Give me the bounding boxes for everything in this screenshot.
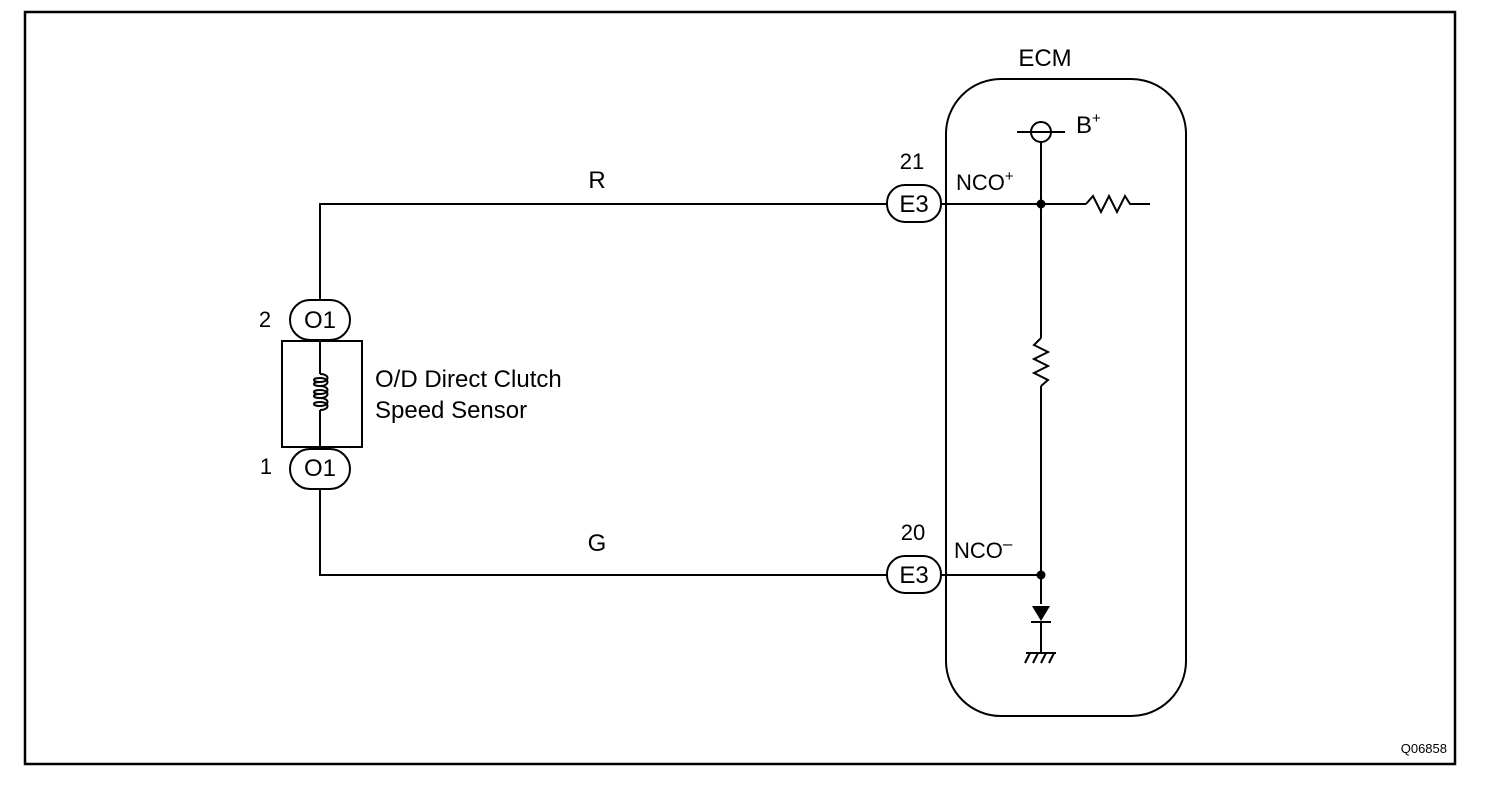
diode-icon (1031, 606, 1051, 652)
signal-label-nco-minus: NCO– (954, 534, 1013, 563)
wire-r (319, 203, 887, 300)
connector-o1-bottom (289, 448, 351, 490)
pin-21-label: 21 (900, 149, 924, 174)
coil-icon (313, 373, 329, 411)
connector-o1-top-label: O1 (304, 307, 336, 334)
figure-id: Q06858 (1401, 741, 1447, 756)
pullup-resistor-icon (1085, 193, 1150, 215)
sensor-name-line1: O/D Direct Clutch (375, 366, 562, 393)
signal-label-nco-plus: NCO+ (956, 168, 1014, 195)
wire-g (319, 490, 887, 576)
wire-color-g: G (588, 530, 607, 557)
pin-1-label: 1 (260, 454, 272, 479)
pin-20-label: 20 (901, 520, 925, 545)
internal-resistor-icon (1031, 337, 1051, 387)
power-label: B+ (1076, 110, 1101, 139)
pin-2-label: 2 (259, 307, 271, 332)
ecm-title: ECM (1018, 45, 1071, 72)
sensor-name-line2: Speed Sensor (375, 397, 527, 424)
battery-supply-icon (1017, 121, 1065, 143)
connector-e3-bottom-label: E3 (899, 562, 928, 589)
wire-color-r: R (588, 167, 605, 194)
ecm-box (945, 78, 1187, 717)
connector-o1-bottom-label: O1 (304, 455, 336, 482)
connector-e3-top-label: E3 (899, 191, 928, 218)
ground-icon (1024, 652, 1056, 664)
diagram-frame (23, 10, 1457, 766)
